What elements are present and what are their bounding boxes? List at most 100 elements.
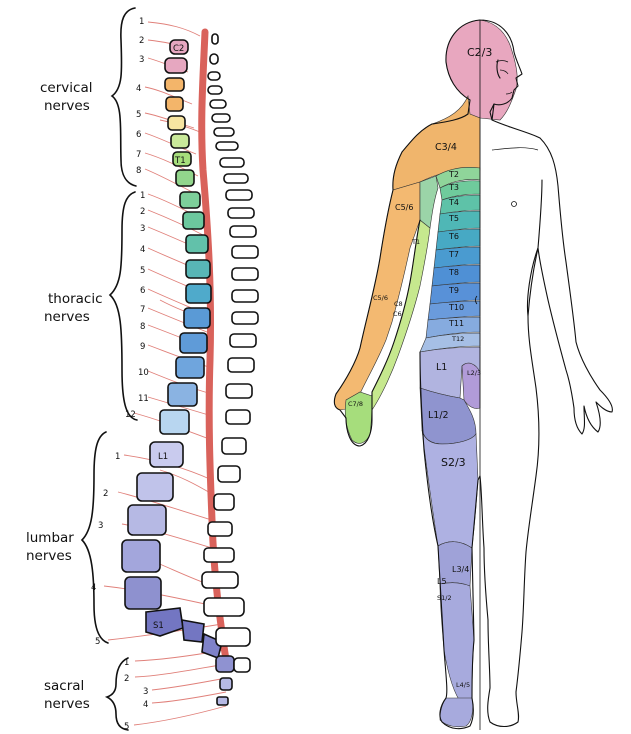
label-l23: L2/3 [467,369,481,377]
vertebra-l4 [122,540,160,572]
label-l34: L3/4 [452,565,469,574]
label-s12: S1/2 [437,594,452,602]
sacral-label-1: sacral [44,678,84,694]
body-panel: C2/3 C3/4 C5/6 C5/6 C7/8 C8 C6 T1 T2 T3 … [334,20,612,730]
cervical-num-3: 3 [139,55,144,65]
vertebra-c5 [166,97,183,111]
lumbar-num-5: 5 [95,637,100,647]
lumbar-num-1: 1 [115,452,120,462]
thoracic-num-5: 5 [140,266,145,276]
label-c56: C5/6 [395,203,413,212]
sacrum-s1 [146,608,183,636]
cervical-num-1: 1 [139,17,144,27]
label-l5: L5 [437,577,447,586]
cervical-label-2: nerves [44,98,90,114]
label-t7: T7 [448,250,459,259]
label-t5: T5 [448,214,459,223]
region-foot [440,698,473,727]
sacral-num-4: 4 [143,700,148,710]
thoracic-num-12: 12 [125,410,136,420]
sacrum-s5 [220,678,232,690]
nipple [512,202,517,207]
vertebra-c4 [165,78,184,91]
vertebra-label-c2: C2 [173,44,184,54]
vertebra-label-t1: T1 [174,156,186,166]
thoracic-num-11: 11 [138,394,149,404]
thoracic-num-10: 10 [138,368,149,378]
vertebra-l5 [125,577,161,609]
vertebra-t5 [186,235,208,253]
collarbone [492,148,538,150]
thoracic-num-9: 9 [140,342,145,352]
vertebra-t3 [180,192,200,208]
vertebra-t9 [180,333,207,353]
thoracic-num-6: 6 [140,286,145,296]
sacral-label-2: nerves [44,696,90,712]
label-c5t1: C5/6 [373,294,388,302]
torso-right [480,120,612,727]
vertebra-c3 [165,58,187,73]
label-c8: C8 [394,300,403,308]
label-t10: T10 [448,303,464,312]
thoracic-num-4: 4 [140,245,145,255]
vertebra-t6 [186,260,210,278]
thoracic-num-3: 3 [140,224,145,234]
label-l45: L4/5 [456,681,470,689]
cervical-num-6: 6 [136,130,141,140]
vertebra-label-l1: L1 [158,452,168,462]
cervical-num-2: 2 [139,36,144,46]
label-t3: T3 [448,183,459,192]
lumbar-brace [82,432,108,643]
cervical-num-8: 8 [136,166,141,176]
label-s23: S2/3 [441,456,466,469]
vertebra-c6 [168,116,185,130]
vertebra-l3 [128,505,166,535]
thoracic-brace [110,192,137,420]
vertebra-t11 [168,383,197,406]
coccyx [217,697,228,705]
label-t6: T6 [448,232,459,241]
thoracic-num-2: 2 [140,207,145,217]
region-c23 [446,20,517,120]
sacrum-s4 [216,656,234,672]
lumbar-num-3: 3 [98,521,103,531]
region-s23 [422,430,478,548]
dermatome-regions [334,20,517,727]
label-c7: C7/8 [348,400,363,408]
label-t1: T1 [411,238,420,246]
sacral-num-2: 2 [124,674,129,684]
group-braces [82,8,137,730]
thoracic-num-1: 1 [140,191,145,201]
label-t8: T8 [448,268,459,277]
sacral-brace [107,658,128,730]
region-t1-arm [420,176,438,228]
vertebra-t7 [186,284,211,303]
label-c6t1: C6 [393,310,402,318]
lumbar-num-2: 2 [103,489,108,499]
label-t12: T12 [451,335,464,343]
label-c23: C2/3 [467,46,492,59]
cervical-num-5: 5 [136,110,141,120]
thoracic-num-7: 7 [140,305,145,315]
sacral-num-1: 1 [124,658,129,668]
cervical-num-7: 7 [136,150,141,160]
label-t9: T9 [448,286,459,295]
cervical-brace [112,8,136,186]
cervical-num-4: 4 [136,84,141,94]
vertebra-t2 [176,170,194,186]
spine-panel: cervical nerves thoracic nerves lumbar n… [26,8,258,732]
vertebra-label-s1: S1 [153,621,164,631]
sacral-num-5: 5 [124,722,129,732]
cervical-label-1: cervical [40,80,92,96]
thoracic-label-2: nerves [44,309,90,325]
vertebra-l2 [137,473,173,501]
sacral-num-3: 3 [143,687,148,697]
vertebra-t4 [183,212,204,229]
label-t11: T11 [448,319,464,328]
lumbar-label-2: nerves [26,548,72,564]
label-t4: T4 [448,198,459,207]
vertebra-c7 [171,134,189,148]
label-l12: L1/2 [428,410,449,421]
label-t2: T2 [448,170,459,179]
